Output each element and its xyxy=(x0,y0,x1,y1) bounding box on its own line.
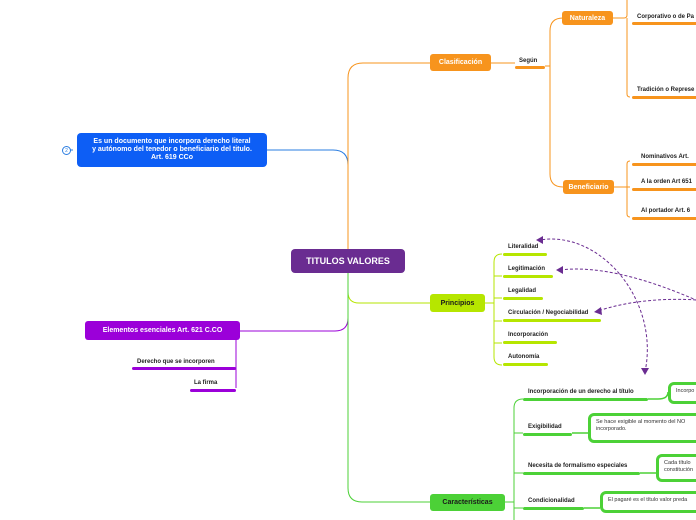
relation-dashed-1 xyxy=(539,238,648,373)
central-node[interactable]: TITULOS VALORES xyxy=(291,249,405,273)
caracteristica-underline-1 xyxy=(523,398,648,401)
collapse-badge[interactable]: 2 xyxy=(62,146,71,155)
caracteristica-condicionalidad[interactable]: Condicionalidad xyxy=(528,498,575,504)
principio-underline-2 xyxy=(503,275,553,278)
principios-node[interactable]: Principios xyxy=(430,294,485,312)
note-formalismo[interactable]: Cada título constitución xyxy=(656,454,696,482)
beneficiario-item-nominativos[interactable]: Nominativos Art. xyxy=(641,154,689,160)
caracteristica-exigibilidad[interactable]: Exigibilidad xyxy=(528,424,562,430)
beneficiario-underline-1 xyxy=(632,163,696,166)
caracteristica-formalismo[interactable]: Necesita de formalismo especiales xyxy=(528,463,628,469)
beneficiario-item-orden[interactable]: A la orden Art 651 xyxy=(641,179,692,185)
connector-definition xyxy=(267,149,349,250)
principio-underline-6 xyxy=(503,363,548,366)
principio-underline-5 xyxy=(503,341,557,344)
elementos-item-derecho[interactable]: Derecho que se incorporen xyxy=(137,359,215,365)
principio-underline-4 xyxy=(503,319,601,322)
connector-elementos xyxy=(240,272,349,332)
definition-node[interactable]: Es un documento que incorpora derecho li… xyxy=(77,133,267,167)
caracteristica-incorporacion[interactable]: Incorporación de un derecho al título xyxy=(528,389,634,395)
beneficiario-node[interactable]: Beneficiario xyxy=(563,180,614,194)
naturaleza-underline-2 xyxy=(632,96,696,99)
elementos-underline-2 xyxy=(190,389,236,392)
caracteristica-underline-3 xyxy=(523,472,640,475)
beneficiario-underline-2 xyxy=(632,188,696,191)
principio-underline-1 xyxy=(503,253,547,256)
connector-clasificacion xyxy=(347,62,430,250)
caracteristica-underline-4 xyxy=(523,507,584,510)
connector-caracteristicas xyxy=(347,272,430,503)
caracteristica-underline-2 xyxy=(523,433,572,436)
principio-legitimacion[interactable]: Legitimación xyxy=(508,266,546,272)
beneficiario-item-portador[interactable]: Al portador Art. 6 xyxy=(641,208,691,214)
segun-underline xyxy=(515,66,545,69)
clasificacion-node[interactable]: Clasificación xyxy=(430,54,491,71)
caracteristicas-node[interactable]: Características xyxy=(430,494,505,511)
principio-incorporacion[interactable]: Incorporación xyxy=(508,332,549,338)
note-exigibilidad[interactable]: Se hace exigible al momento del NO incor… xyxy=(588,413,696,443)
relation-dashed-3 xyxy=(559,268,696,301)
note-incorporacion[interactable]: Incorpo xyxy=(668,382,696,404)
principio-circulacion[interactable]: Circulación / Negociabilidad xyxy=(508,310,589,316)
elementos-node[interactable]: Elementos esenciales Art. 621 C.CO xyxy=(85,321,240,340)
principio-literalidad[interactable]: Literalidad xyxy=(508,244,539,250)
naturaleza-item-corporativo[interactable]: Corporativo o de Pa xyxy=(637,14,695,20)
elementos-underline-1 xyxy=(132,367,236,370)
elementos-item-firma[interactable]: La firma xyxy=(194,380,218,386)
principio-autonomia[interactable]: Autonomía xyxy=(508,354,540,360)
segun-label[interactable]: Según xyxy=(519,58,538,64)
naturaleza-item-tradicion[interactable]: Tradición o Represe xyxy=(637,87,695,93)
naturaleza-underline-1 xyxy=(632,22,696,25)
note-condicionalidad[interactable]: El pagaré es el título valor preda xyxy=(600,491,696,513)
principio-legalidad[interactable]: Legalidad xyxy=(508,288,537,294)
relation-dashed-2 xyxy=(597,298,696,312)
naturaleza-node[interactable]: Naturaleza xyxy=(562,11,613,25)
connector-principios xyxy=(347,272,430,304)
principio-underline-3 xyxy=(503,297,543,300)
beneficiario-underline-3 xyxy=(632,217,696,220)
